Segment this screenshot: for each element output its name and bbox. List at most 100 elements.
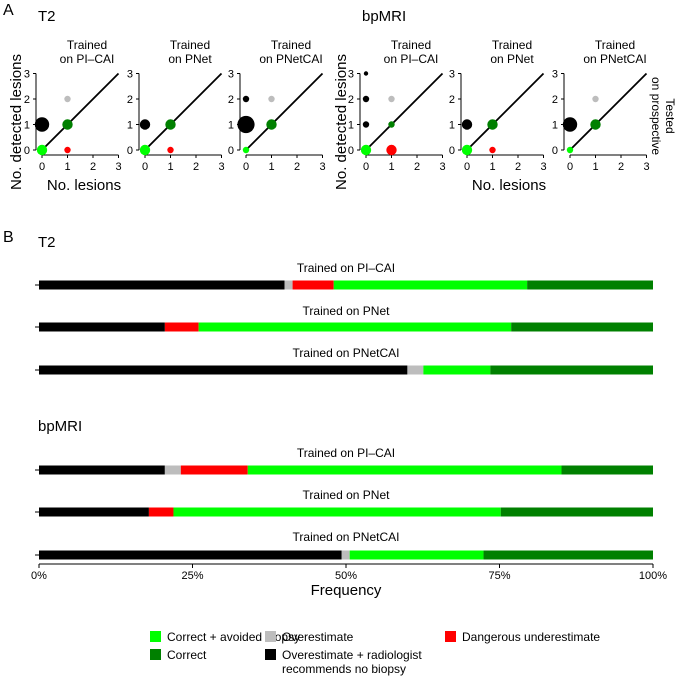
bar-segment-dangerous_underestimate — [148, 507, 174, 517]
legend-label-line2: recommends no biopsy — [282, 662, 406, 676]
stacked-bar-row-6: Trained on PNetCAI — [35, 530, 653, 560]
y-axis-label: No. detected lesions — [8, 54, 25, 190]
panel-a-group-title-t2: T2 — [38, 8, 56, 25]
x-tick-label: 3 — [540, 161, 546, 173]
subplot-title-line2: on PNet — [168, 52, 212, 66]
subplot-title-line2: on PI–CAI — [60, 52, 115, 66]
point-overestimate_no_biopsy — [461, 119, 473, 130]
subplot-title-line1: Trained — [492, 38, 532, 52]
point-correct — [266, 119, 277, 130]
x-tick-label: 2 — [414, 161, 420, 173]
bar-segment-overestimate_no_biopsy — [39, 550, 342, 560]
y-tick-label: 3 — [127, 69, 133, 81]
identity-line — [466, 72, 545, 151]
stacked-bar-row-3: Trained on PNetCAI — [35, 346, 653, 375]
bar-segment-overestimate_no_biopsy — [39, 507, 149, 517]
identity-line — [245, 72, 324, 151]
x-tick-label: 1 — [592, 161, 598, 173]
legend-item-dangerous_underestimate: Dangerous underestimate — [445, 630, 600, 644]
panel-a-label: A — [3, 2, 14, 19]
y-tick-label: 0 — [24, 145, 30, 157]
side-label-line1: Tested — [663, 98, 677, 133]
bar-segment-overestimate_no_biopsy — [39, 322, 165, 332]
x-tick-label: 3 — [218, 161, 224, 173]
point-correct — [590, 119, 601, 130]
legend-item-correct_avoided_biopsy: Correct + avoided biopsy — [150, 630, 300, 644]
y-tick-label: 1 — [24, 120, 30, 132]
legend-label: Correct + avoided biopsy — [167, 630, 300, 644]
identity-line — [41, 72, 120, 151]
frequency-tick-label: 100% — [639, 570, 667, 582]
legend-swatch — [150, 631, 161, 642]
legend-item-overestimate: Overestimate — [265, 630, 354, 644]
identity-line — [144, 72, 223, 151]
y-tick-label: 3 — [449, 69, 455, 81]
stacked-bar-row-2: Trained on PNet — [35, 304, 653, 332]
bar-segment-correct_avoided_biopsy — [333, 280, 528, 290]
bar-segment-overestimate_no_biopsy — [39, 280, 285, 290]
y-tick-label: 2 — [127, 94, 133, 106]
point-correct_avoided_biopsy — [242, 146, 250, 154]
bar-segment-correct_avoided_biopsy — [247, 465, 562, 475]
x-tick-label: 1 — [167, 161, 173, 173]
bar-segment-overestimate — [407, 365, 424, 375]
point-dangerous_underestimate — [489, 146, 496, 154]
bar-title: Trained on PI–CAI — [297, 446, 395, 460]
bar-segment-overestimate_no_biopsy — [39, 465, 165, 475]
legend-label: Dangerous underestimate — [462, 630, 600, 644]
bar-segment-correct — [561, 465, 653, 475]
legend-label: Correct — [167, 648, 207, 662]
y-tick-label: 2 — [449, 94, 455, 106]
point-overestimate_no_biopsy — [363, 71, 369, 76]
y-tick-label: 3 — [24, 69, 30, 81]
x-tick-label: 0 — [363, 161, 369, 173]
x-tick-label: 0 — [243, 161, 249, 173]
legend-swatch — [265, 649, 276, 660]
point-correct — [487, 119, 498, 130]
bar-segment-overestimate — [164, 465, 181, 475]
subplot-title-line2: on PNetCAI — [583, 52, 646, 66]
bar-segment-overestimate_no_biopsy — [39, 365, 408, 375]
y-tick-label: 1 — [228, 120, 234, 132]
bar-segment-correct_avoided_biopsy — [423, 365, 491, 375]
legend-label: Overestimate — [282, 630, 354, 644]
x-tick-label: 2 — [618, 161, 624, 173]
x-tick-label: 1 — [64, 161, 70, 173]
x-tick-label: 1 — [388, 161, 394, 173]
y-tick-label: 1 — [348, 120, 354, 132]
y-tick-label: 0 — [552, 145, 558, 157]
x-tick-label: 0 — [567, 161, 573, 173]
y-tick-label: 1 — [127, 120, 133, 132]
point-overestimate — [64, 95, 71, 103]
point-overestimate — [388, 95, 395, 103]
point-correct_avoided_biopsy — [461, 144, 473, 156]
subplot-title-line1: Trained — [391, 38, 431, 52]
y-axis-label-bpmri: No. detected lesions — [333, 54, 350, 190]
bar-title: Trained on PNet — [303, 488, 391, 502]
panel-a-group-title-bpmri: bpMRI — [362, 8, 406, 25]
subplot-title-line1: Trained — [595, 38, 635, 52]
point-correct_avoided_biopsy — [36, 144, 48, 156]
point-correct_avoided_biopsy — [139, 144, 151, 156]
point-dangerous_underestimate — [386, 144, 397, 156]
x-axis-label-lesions: No. lesions — [47, 177, 121, 194]
point-overestimate_no_biopsy — [362, 121, 370, 128]
y-tick-label: 0 — [127, 145, 133, 157]
bar-segment-overestimate — [284, 280, 293, 290]
x-tick-label: 3 — [319, 161, 325, 173]
bar-segment-dangerous_underestimate — [164, 322, 199, 332]
bar-segment-dangerous_underestimate — [180, 465, 248, 475]
legend-swatch — [445, 631, 456, 642]
subplot-title-line2: on PI–CAI — [384, 52, 439, 66]
bar-title: Trained on PNetCAI — [293, 530, 400, 544]
point-overestimate_no_biopsy — [362, 95, 370, 103]
